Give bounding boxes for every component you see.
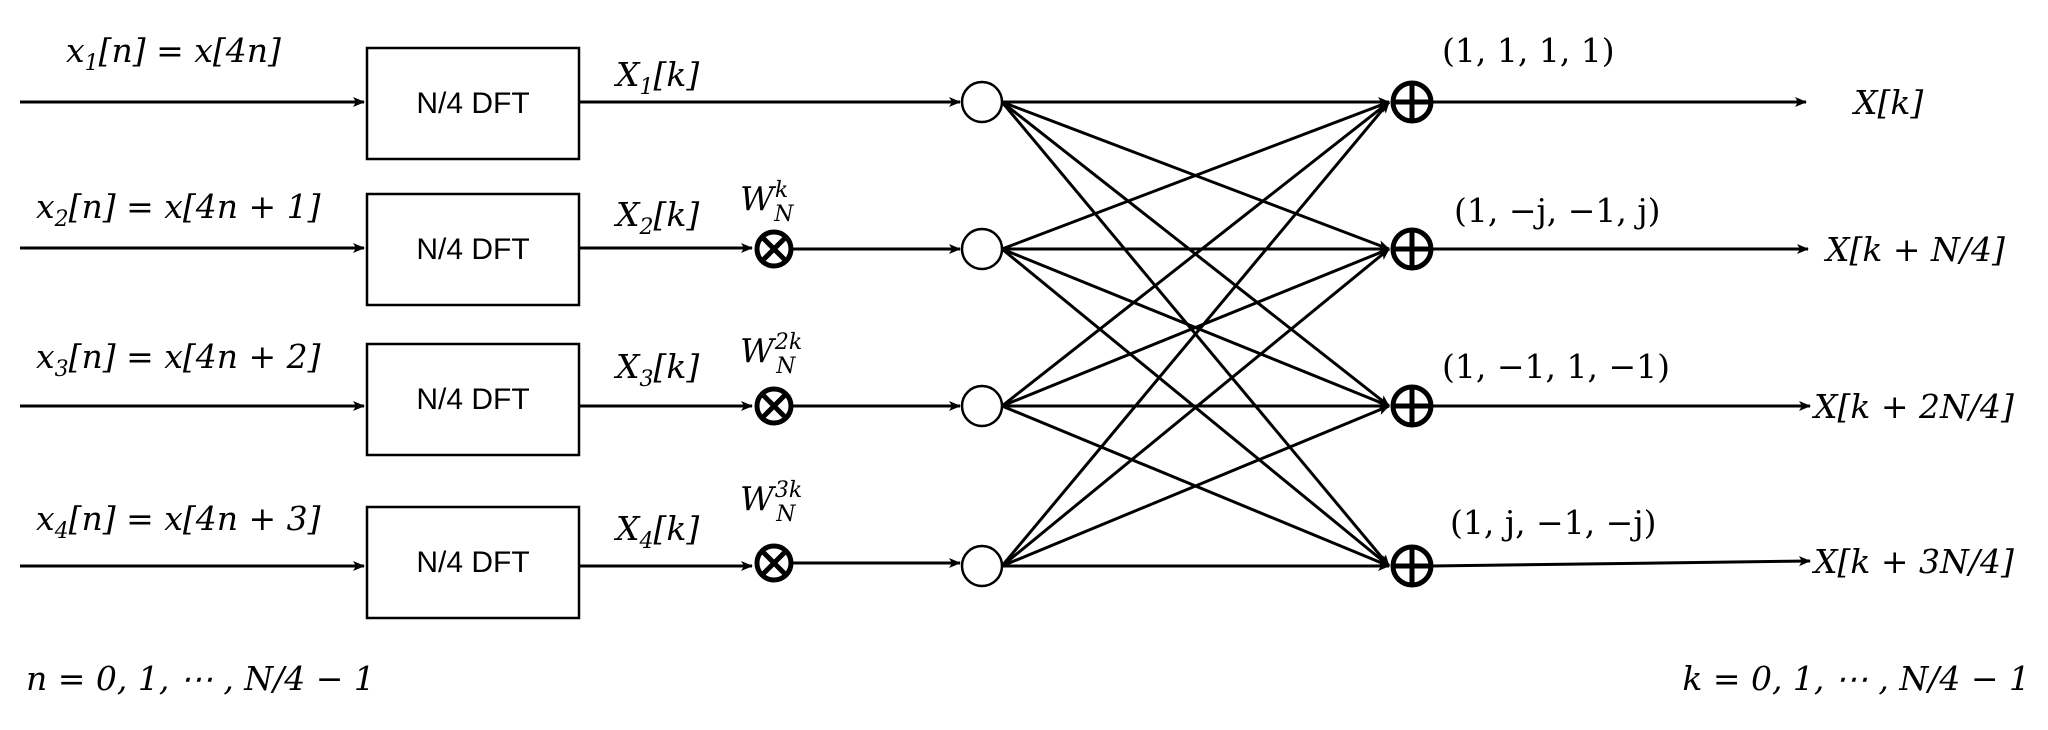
- input-label-4: x4[n] = x[4n + 3]: [36, 499, 321, 544]
- input-label-1: x1[n] = x[4n]: [66, 31, 281, 76]
- coefficient-label-1: (1, 1, 1, 1): [1442, 31, 1615, 70]
- dft-block-4: N/4 DFT: [365, 505, 581, 620]
- output-label-3: X[k + 2N/4]: [1811, 387, 2014, 426]
- node-circle-2: [960, 227, 1004, 271]
- coefficient-label-3: (1, −1, 1, −1): [1442, 347, 1670, 386]
- input-label-2: x2[n] = x[4n + 1]: [36, 187, 321, 232]
- node-circle-3: [960, 384, 1004, 428]
- output-label-1: X[k]: [1851, 83, 1923, 122]
- dft-block-label: N/4 DFT: [416, 87, 529, 120]
- output-arrow-4: [1430, 556, 1811, 568]
- node-circle-4: [960, 544, 1004, 588]
- dft-output-label-3: X3[k]: [613, 347, 699, 392]
- dft-block-3: N/4 DFT: [365, 342, 581, 457]
- add-icon: [1390, 80, 1434, 124]
- multiply-icon: [754, 229, 794, 269]
- dft-block-label: N/4 DFT: [416, 546, 529, 579]
- dft-block-label: N/4 DFT: [416, 233, 529, 266]
- input-label-3: x3[n] = x[4n + 2]: [36, 337, 321, 382]
- dft-output-label-4: X4[k]: [613, 509, 699, 554]
- node-circle-1: [960, 80, 1004, 124]
- add-icon: [1390, 544, 1434, 588]
- butterfly-network: [1000, 97, 1391, 571]
- coefficient-label-4: (1, j, −1, −j): [1450, 503, 1656, 542]
- dft-output-label-1: X1[k]: [613, 55, 699, 100]
- multiply-icon: [754, 543, 794, 583]
- input-range-label: n = 0, 1, ⋯ , N/4 − 1: [26, 659, 375, 698]
- coefficient-label-2: (1, −j, −1, j): [1454, 191, 1660, 230]
- dft-block-label: N/4 DFT: [416, 383, 529, 416]
- dft-block-1: N/4 DFT: [365, 46, 581, 161]
- output-label-4: X[k + 3N/4]: [1811, 542, 2014, 581]
- dft-output-label-2: X2[k]: [613, 195, 699, 240]
- dft-block-2: N/4 DFT: [365, 192, 581, 307]
- multiply-icon: [754, 386, 794, 426]
- output-label-2: X[k + N/4]: [1823, 230, 2005, 269]
- output-range-label: k = 0, 1, ⋯ , N/4 − 1: [1682, 659, 2030, 698]
- add-icon: [1390, 227, 1434, 271]
- add-icon: [1390, 384, 1434, 428]
